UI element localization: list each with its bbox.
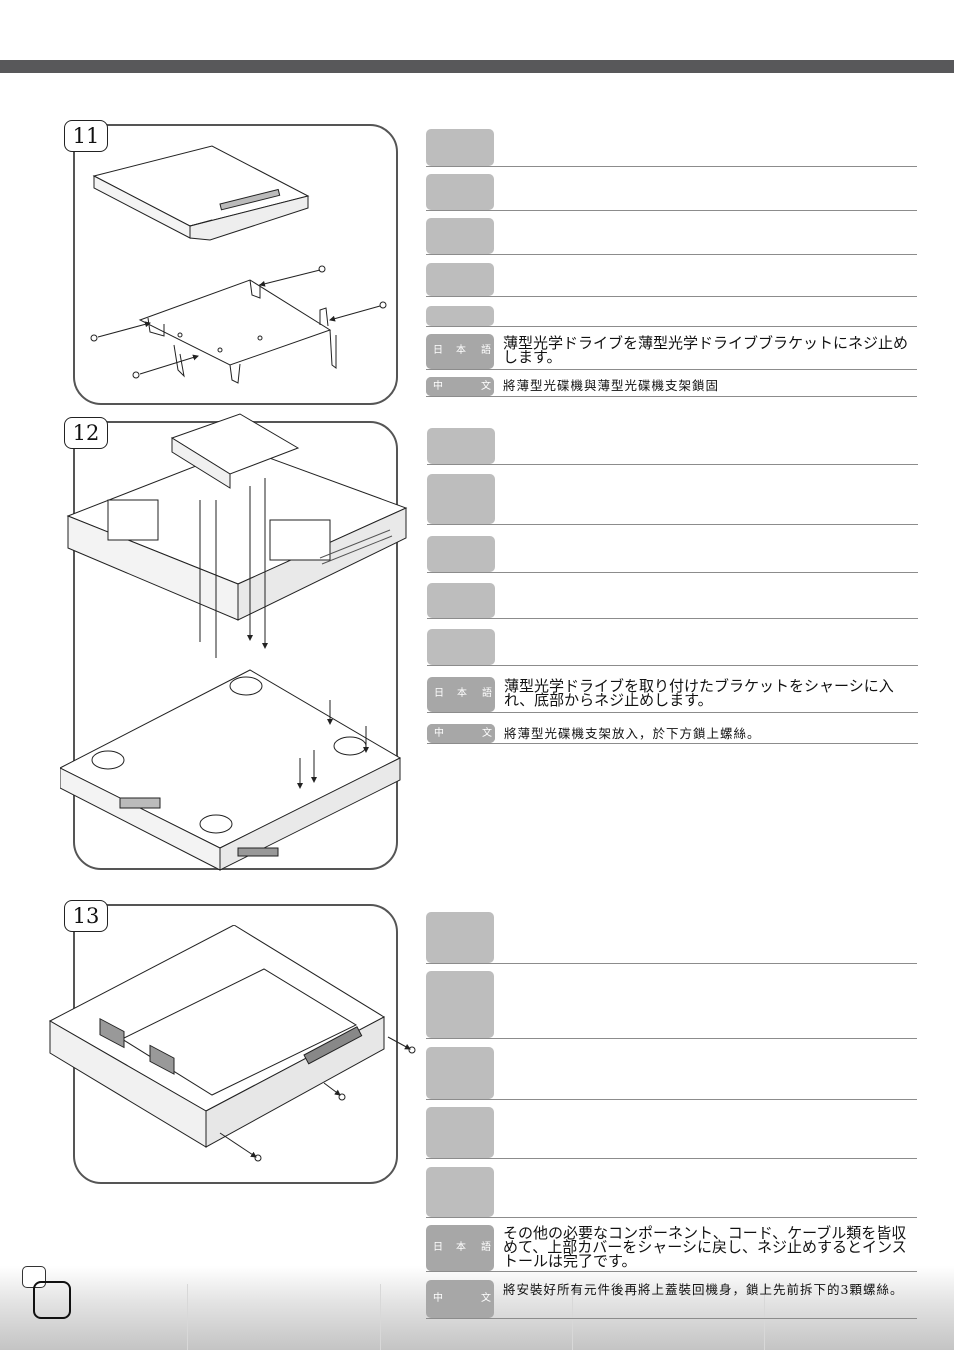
step-12-japanese-text: 薄型光学ドライブを取り付けたブラケットをシャーシに入れ、底部からネジ止めします。 bbox=[504, 677, 894, 709]
step-13-row-4 bbox=[426, 1107, 917, 1159]
step-13-japanese-row: 日 本 語 その他の必要なコンポーネント、コード、ケーブル類を皆収めて、上部カバ… bbox=[426, 1225, 917, 1272]
language-swatch bbox=[426, 218, 494, 254]
lang-char: 文 bbox=[481, 1293, 491, 1304]
step-12-number: 12 bbox=[64, 417, 108, 449]
step-13-row-2 bbox=[426, 971, 917, 1039]
step-number-text: 13 bbox=[72, 904, 100, 928]
step-13-row-5 bbox=[426, 1167, 917, 1218]
japanese-label-tab: 日 本 語 bbox=[427, 677, 495, 712]
lang-char: 語 bbox=[482, 688, 492, 699]
lang-char: 本 bbox=[456, 1242, 466, 1253]
language-swatch bbox=[427, 428, 495, 464]
step-13-japanese-text: その他の必要なコンポーネント、コード、ケーブル類を皆収めて、上部カバーをシャーシ… bbox=[503, 1224, 907, 1270]
language-swatch bbox=[426, 129, 494, 166]
language-swatch bbox=[426, 912, 494, 963]
step-number-text: 12 bbox=[72, 421, 100, 445]
step-11-japanese-text: 薄型光学ドライブを薄型光学ドライブブラケットにネジ止めします。 bbox=[503, 334, 909, 366]
step-12-row-2 bbox=[427, 474, 918, 525]
lang-char: 日 bbox=[433, 1242, 443, 1253]
language-swatch bbox=[427, 583, 495, 618]
language-swatch bbox=[426, 174, 494, 210]
lang-char: 本 bbox=[456, 345, 466, 356]
step-11-row-2 bbox=[426, 174, 917, 211]
step-13-row-1 bbox=[426, 912, 917, 964]
optical-drive-bracket-illustration bbox=[90, 145, 387, 384]
header-bar bbox=[0, 60, 954, 73]
step-11-row-1 bbox=[426, 129, 917, 167]
step-12-row-4 bbox=[427, 583, 918, 619]
step-12-japanese-row: 日 本 語 薄型光学ドライブを取り付けたブラケットをシャーシに入れ、底部からネジ… bbox=[427, 677, 918, 713]
step-12-row-5 bbox=[427, 629, 918, 666]
lang-char: 日 bbox=[434, 688, 444, 699]
step-11-row-3 bbox=[426, 218, 917, 255]
japanese-label-tab: 日 本 語 bbox=[426, 1225, 494, 1271]
chinese-label-tab: 中 文 bbox=[426, 1280, 494, 1318]
step-11-number: 11 bbox=[64, 120, 108, 152]
chinese-label-tab: 中 文 bbox=[427, 724, 495, 743]
lang-char: 中 bbox=[433, 381, 443, 392]
chinese-label-tab: 中 文 bbox=[426, 377, 494, 396]
step-11-row-4 bbox=[426, 263, 917, 297]
language-swatch bbox=[426, 971, 494, 1038]
step-11-japanese-row: 日 本 語 薄型光学ドライブを薄型光学ドライブブラケットにネジ止めします。 bbox=[426, 334, 917, 370]
language-swatch bbox=[426, 306, 494, 326]
japanese-label-tab: 日 本 語 bbox=[426, 334, 494, 369]
lang-char: 語 bbox=[481, 345, 491, 356]
language-swatch bbox=[427, 536, 495, 572]
step-13-chinese-text: 將安裝好所有元件後再將上蓋裝回機身，鎖上先前拆下的3顆螺絲。 bbox=[503, 1282, 904, 1297]
lang-char: 文 bbox=[481, 381, 491, 392]
step-11-chinese-row: 中 文 將薄型光碟機與薄型光碟機支架鎖固 bbox=[426, 377, 917, 397]
step-12-chinese-text: 將薄型光碟機支架放入，於下方鎖上螺絲。 bbox=[504, 726, 761, 741]
lang-char: 語 bbox=[481, 1242, 491, 1253]
lang-char: 中 bbox=[434, 728, 444, 739]
language-swatch bbox=[427, 474, 495, 524]
step-13-chinese-row: 中 文 將安裝好所有元件後再將上蓋裝回機身，鎖上先前拆下的3顆螺絲。 bbox=[426, 1280, 917, 1319]
lang-char: 中 bbox=[433, 1293, 443, 1304]
language-swatch bbox=[427, 629, 495, 665]
step-13-row-3 bbox=[426, 1047, 917, 1100]
lang-char: 日 bbox=[433, 345, 443, 356]
step-12-row-3 bbox=[427, 536, 918, 573]
step-12-chinese-row: 中 文 將薄型光碟機支架放入，於下方鎖上螺絲。 bbox=[427, 724, 918, 744]
language-swatch bbox=[426, 263, 494, 296]
lang-char: 文 bbox=[482, 728, 492, 739]
lang-char: 本 bbox=[457, 688, 467, 699]
language-swatch bbox=[426, 1167, 494, 1217]
page-number-box bbox=[33, 1281, 71, 1319]
language-swatch bbox=[426, 1047, 494, 1099]
chassis-bracket-install-illustration bbox=[60, 413, 408, 871]
step-11-chinese-text: 將薄型光碟機與薄型光碟機支架鎖固 bbox=[503, 378, 720, 393]
step-number-text: 11 bbox=[72, 124, 100, 148]
language-swatch bbox=[426, 1107, 494, 1158]
step-13-number: 13 bbox=[64, 900, 108, 932]
cover-install-illustration bbox=[48, 925, 416, 1162]
step-12-row-1 bbox=[427, 428, 918, 465]
step-11-row-5 bbox=[426, 306, 917, 327]
